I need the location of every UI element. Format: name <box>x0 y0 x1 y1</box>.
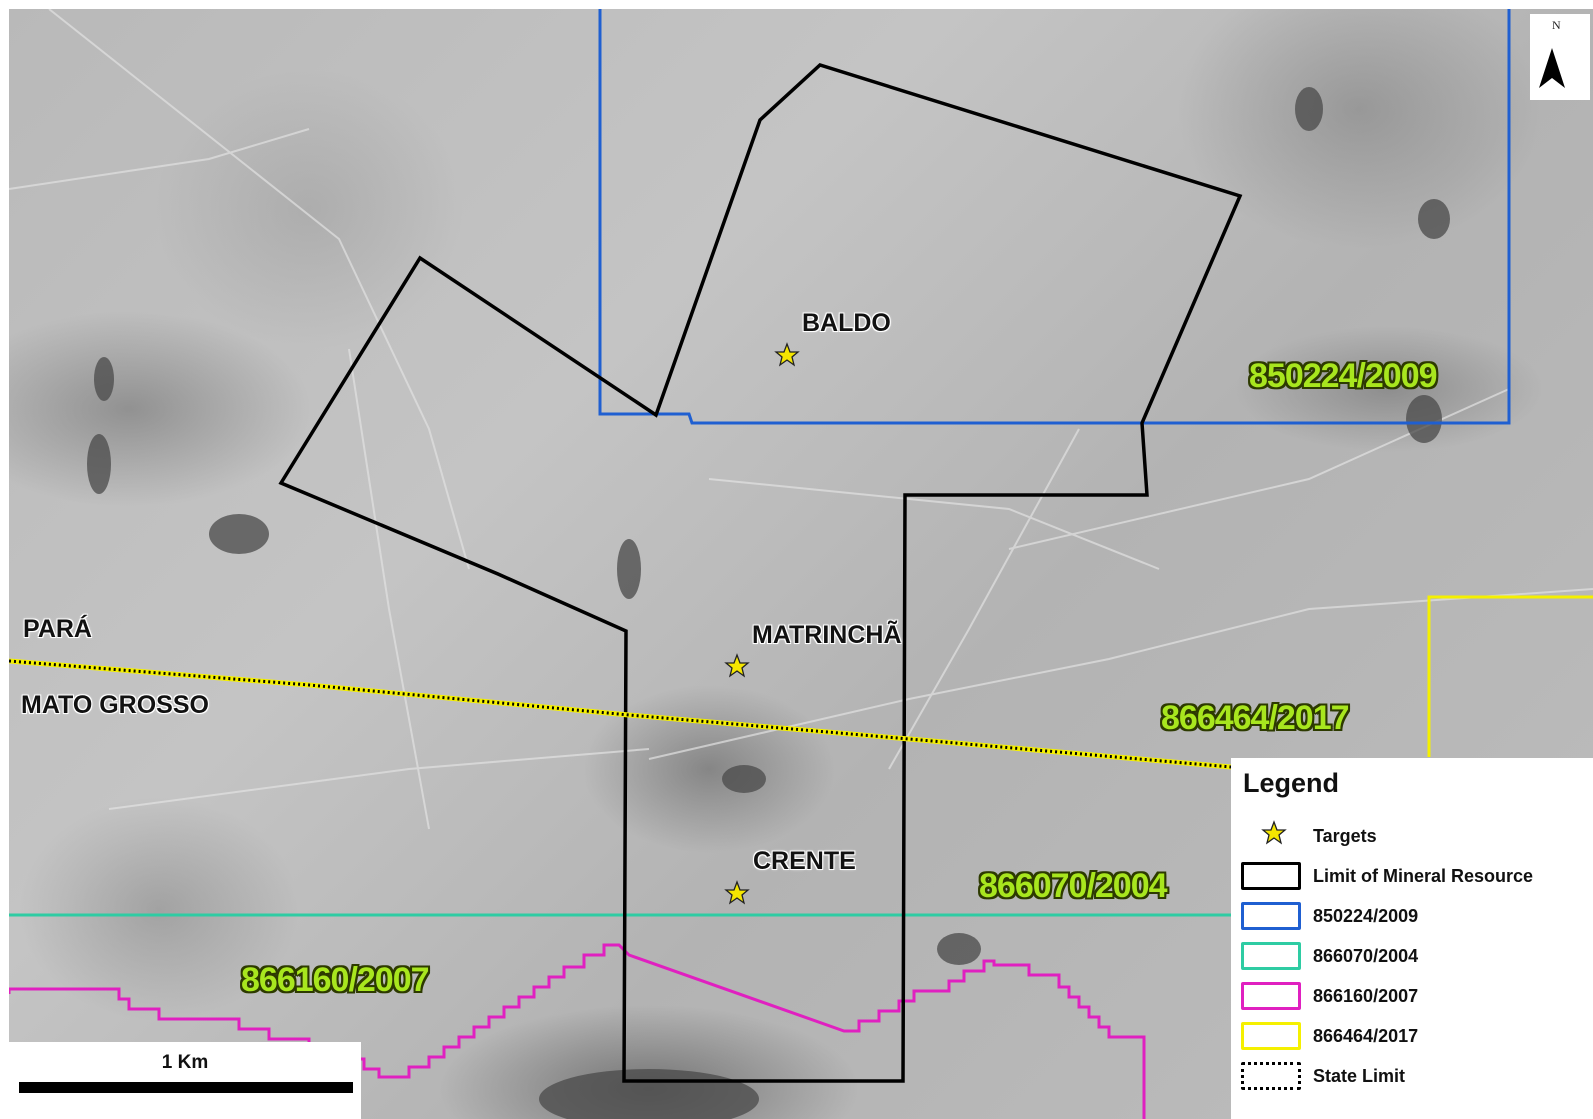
mineral-resource-limit-north <box>278 63 1243 1083</box>
legend-title: Legend <box>1243 768 1340 798</box>
legend-item-866464: 866464/2017 <box>1241 1018 1593 1054</box>
legend-swatch-resource-limit <box>1241 862 1301 890</box>
target-baldo-star-icon <box>774 342 800 367</box>
legend-panel: Legend Targets Limit of Mineral Resource… <box>1231 758 1593 1119</box>
claim-label-866160: 866160/2007 <box>241 961 430 999</box>
scale-bar-label: 1 Km <box>161 1052 209 1073</box>
legend-swatch-850224 <box>1241 902 1301 930</box>
legend-swatch-866464 <box>1241 1022 1301 1050</box>
star-icon <box>1261 820 1287 845</box>
scale-bar: 1 Km <box>9 1042 361 1119</box>
target-label-baldo: BALDO <box>802 309 891 337</box>
north-arrow-icon <box>1539 48 1565 88</box>
claim-label-866464: 866464/2017 <box>1161 699 1350 737</box>
legend-item-resource-limit: Limit of Mineral Resource <box>1241 858 1593 894</box>
legend-label-state-limit: State Limit <box>1313 1066 1406 1086</box>
legend-label-resource-limit: Limit of Mineral Resource <box>1313 866 1534 886</box>
legend-label-866070: 866070/2004 <box>1313 946 1419 966</box>
scale-bar-line <box>19 1082 353 1093</box>
claim-label-866070: 866070/2004 <box>979 867 1168 905</box>
legend-label-850224: 850224/2009 <box>1313 906 1419 926</box>
map-overlays <box>9 9 1593 1119</box>
satellite-map[interactable]: BALDO MATRINCHÃ CRENTE PARÁ MATO GROSSO … <box>9 9 1593 1119</box>
target-crente-star-icon <box>724 880 750 905</box>
claim-850224-boundary <box>598 9 1511 425</box>
north-letter: N <box>1552 18 1561 32</box>
legend-item-866070: 866070/2004 <box>1241 938 1593 974</box>
target-label-crente: CRENTE <box>753 847 856 875</box>
north-arrow: N <box>1530 14 1590 100</box>
claim-866464-boundary <box>1427 595 1593 757</box>
state-label-para: PARÁ <box>23 615 92 643</box>
legend-item-targets: Targets <box>1241 818 1593 854</box>
legend-item-state-limit: State Limit <box>1241 1058 1593 1094</box>
state-label-mato-grosso: MATO GROSSO <box>21 691 209 719</box>
legend-label-866160: 866160/2007 <box>1313 986 1419 1006</box>
legend-label-866464: 866464/2017 <box>1313 1026 1419 1046</box>
legend-swatch-state-limit <box>1241 1062 1301 1090</box>
target-label-matrincha: MATRINCHÃ <box>752 621 902 649</box>
legend-label-targets: Targets <box>1313 826 1377 846</box>
claim-label-850224: 850224/2009 <box>1249 357 1438 395</box>
legend-swatch-866160 <box>1241 982 1301 1010</box>
legend-item-866160: 866160/2007 <box>1241 978 1593 1014</box>
legend-item-850224: 850224/2009 <box>1241 898 1593 934</box>
legend-swatch-866070 <box>1241 942 1301 970</box>
target-matrincha-star-icon <box>724 653 750 678</box>
